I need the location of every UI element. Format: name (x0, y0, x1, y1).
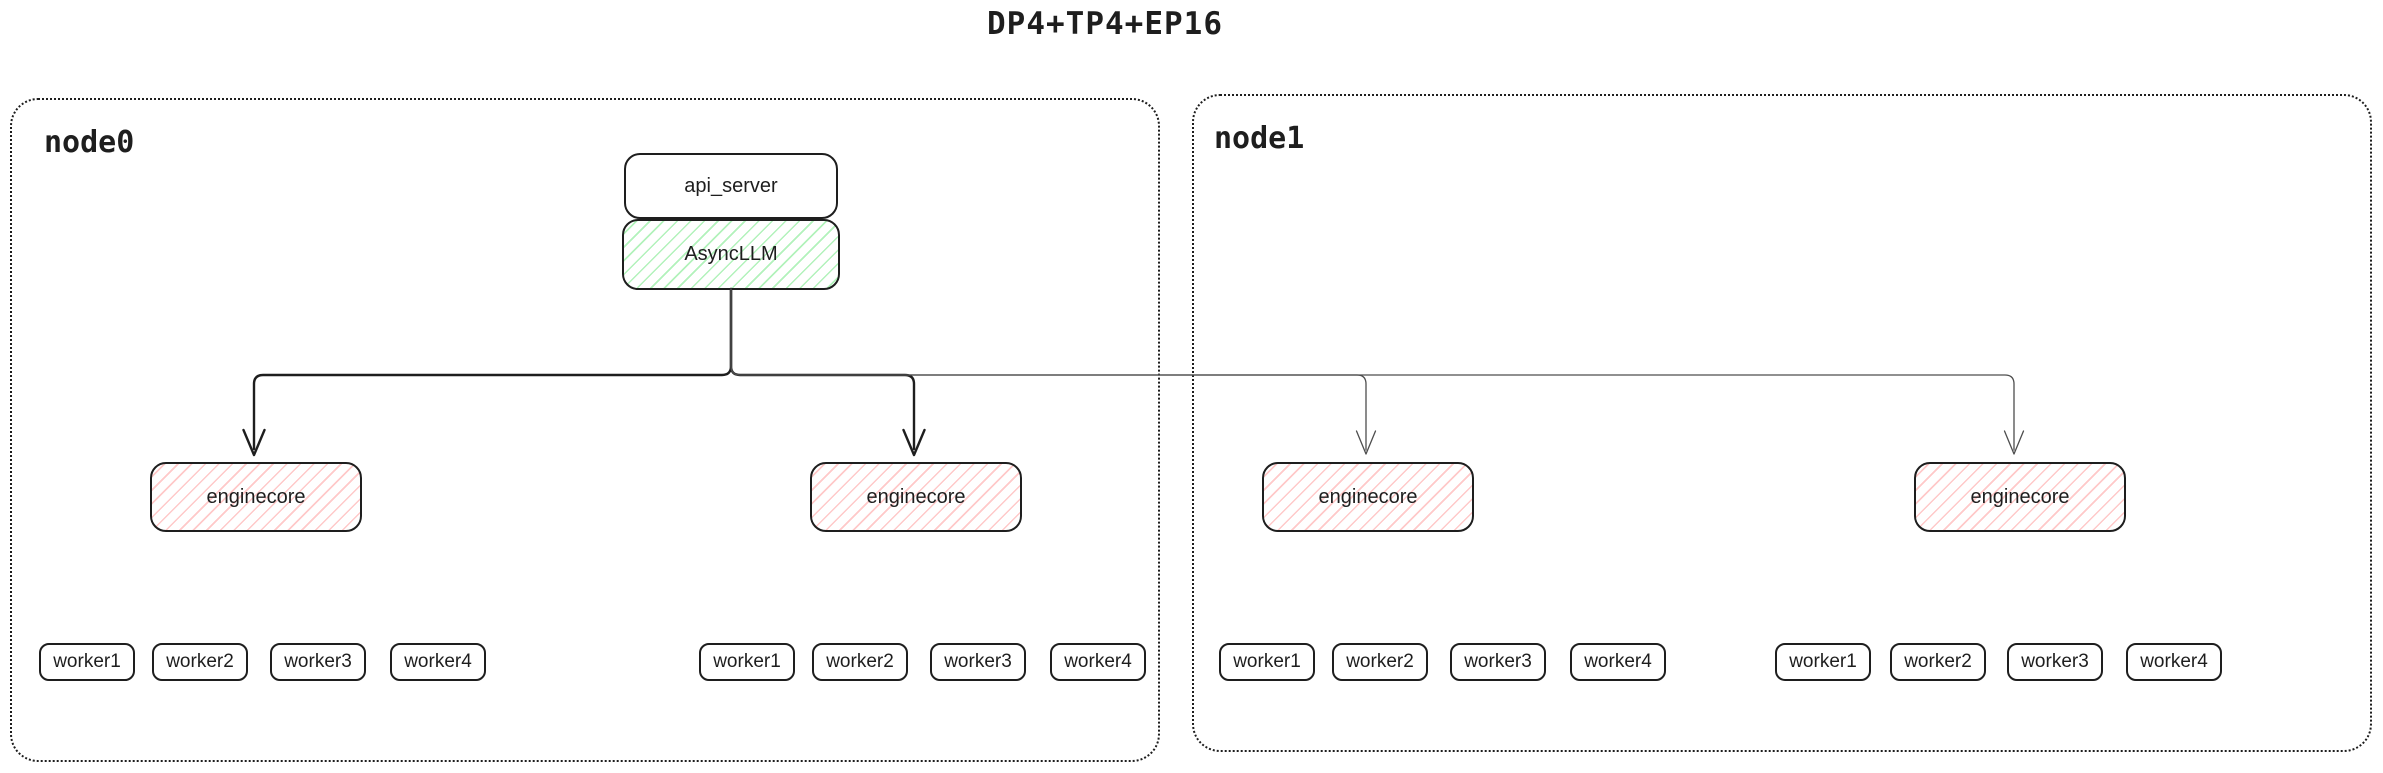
enginecore-box: enginecore (1914, 462, 2126, 532)
worker-box: worker1 (39, 643, 135, 681)
enginecore-box: enginecore (810, 462, 1022, 532)
worker-box: worker4 (390, 643, 486, 681)
node0-container: node0 api_server AsyncLLM enginecore eng… (10, 98, 1160, 762)
api-server-box: api_server (624, 153, 838, 219)
worker-box: worker2 (1332, 643, 1428, 681)
enginecore-box: enginecore (1262, 462, 1474, 532)
worker-box: worker4 (1570, 643, 1666, 681)
worker-box: worker1 (1775, 643, 1871, 681)
worker-box: worker1 (699, 643, 795, 681)
worker-box: worker2 (1890, 643, 1986, 681)
worker-box: worker1 (1219, 643, 1315, 681)
worker-box: worker3 (270, 643, 366, 681)
worker-box: worker3 (930, 643, 1026, 681)
worker-box: worker3 (2007, 643, 2103, 681)
worker-box: worker4 (2126, 643, 2222, 681)
worker-box: worker2 (152, 643, 248, 681)
node1-container: node1 enginecore enginecore worker1 work… (1192, 94, 2372, 752)
enginecore-box: enginecore (150, 462, 362, 532)
worker-box: worker3 (1450, 643, 1546, 681)
node0-label: node0 (44, 125, 135, 160)
diagram-title: DP4+TP4+EP16 (987, 6, 1223, 42)
worker-box: worker2 (812, 643, 908, 681)
node1-label: node1 (1214, 121, 1305, 156)
asyncllm-box: AsyncLLM (622, 219, 840, 290)
worker-box: worker4 (1050, 643, 1146, 681)
